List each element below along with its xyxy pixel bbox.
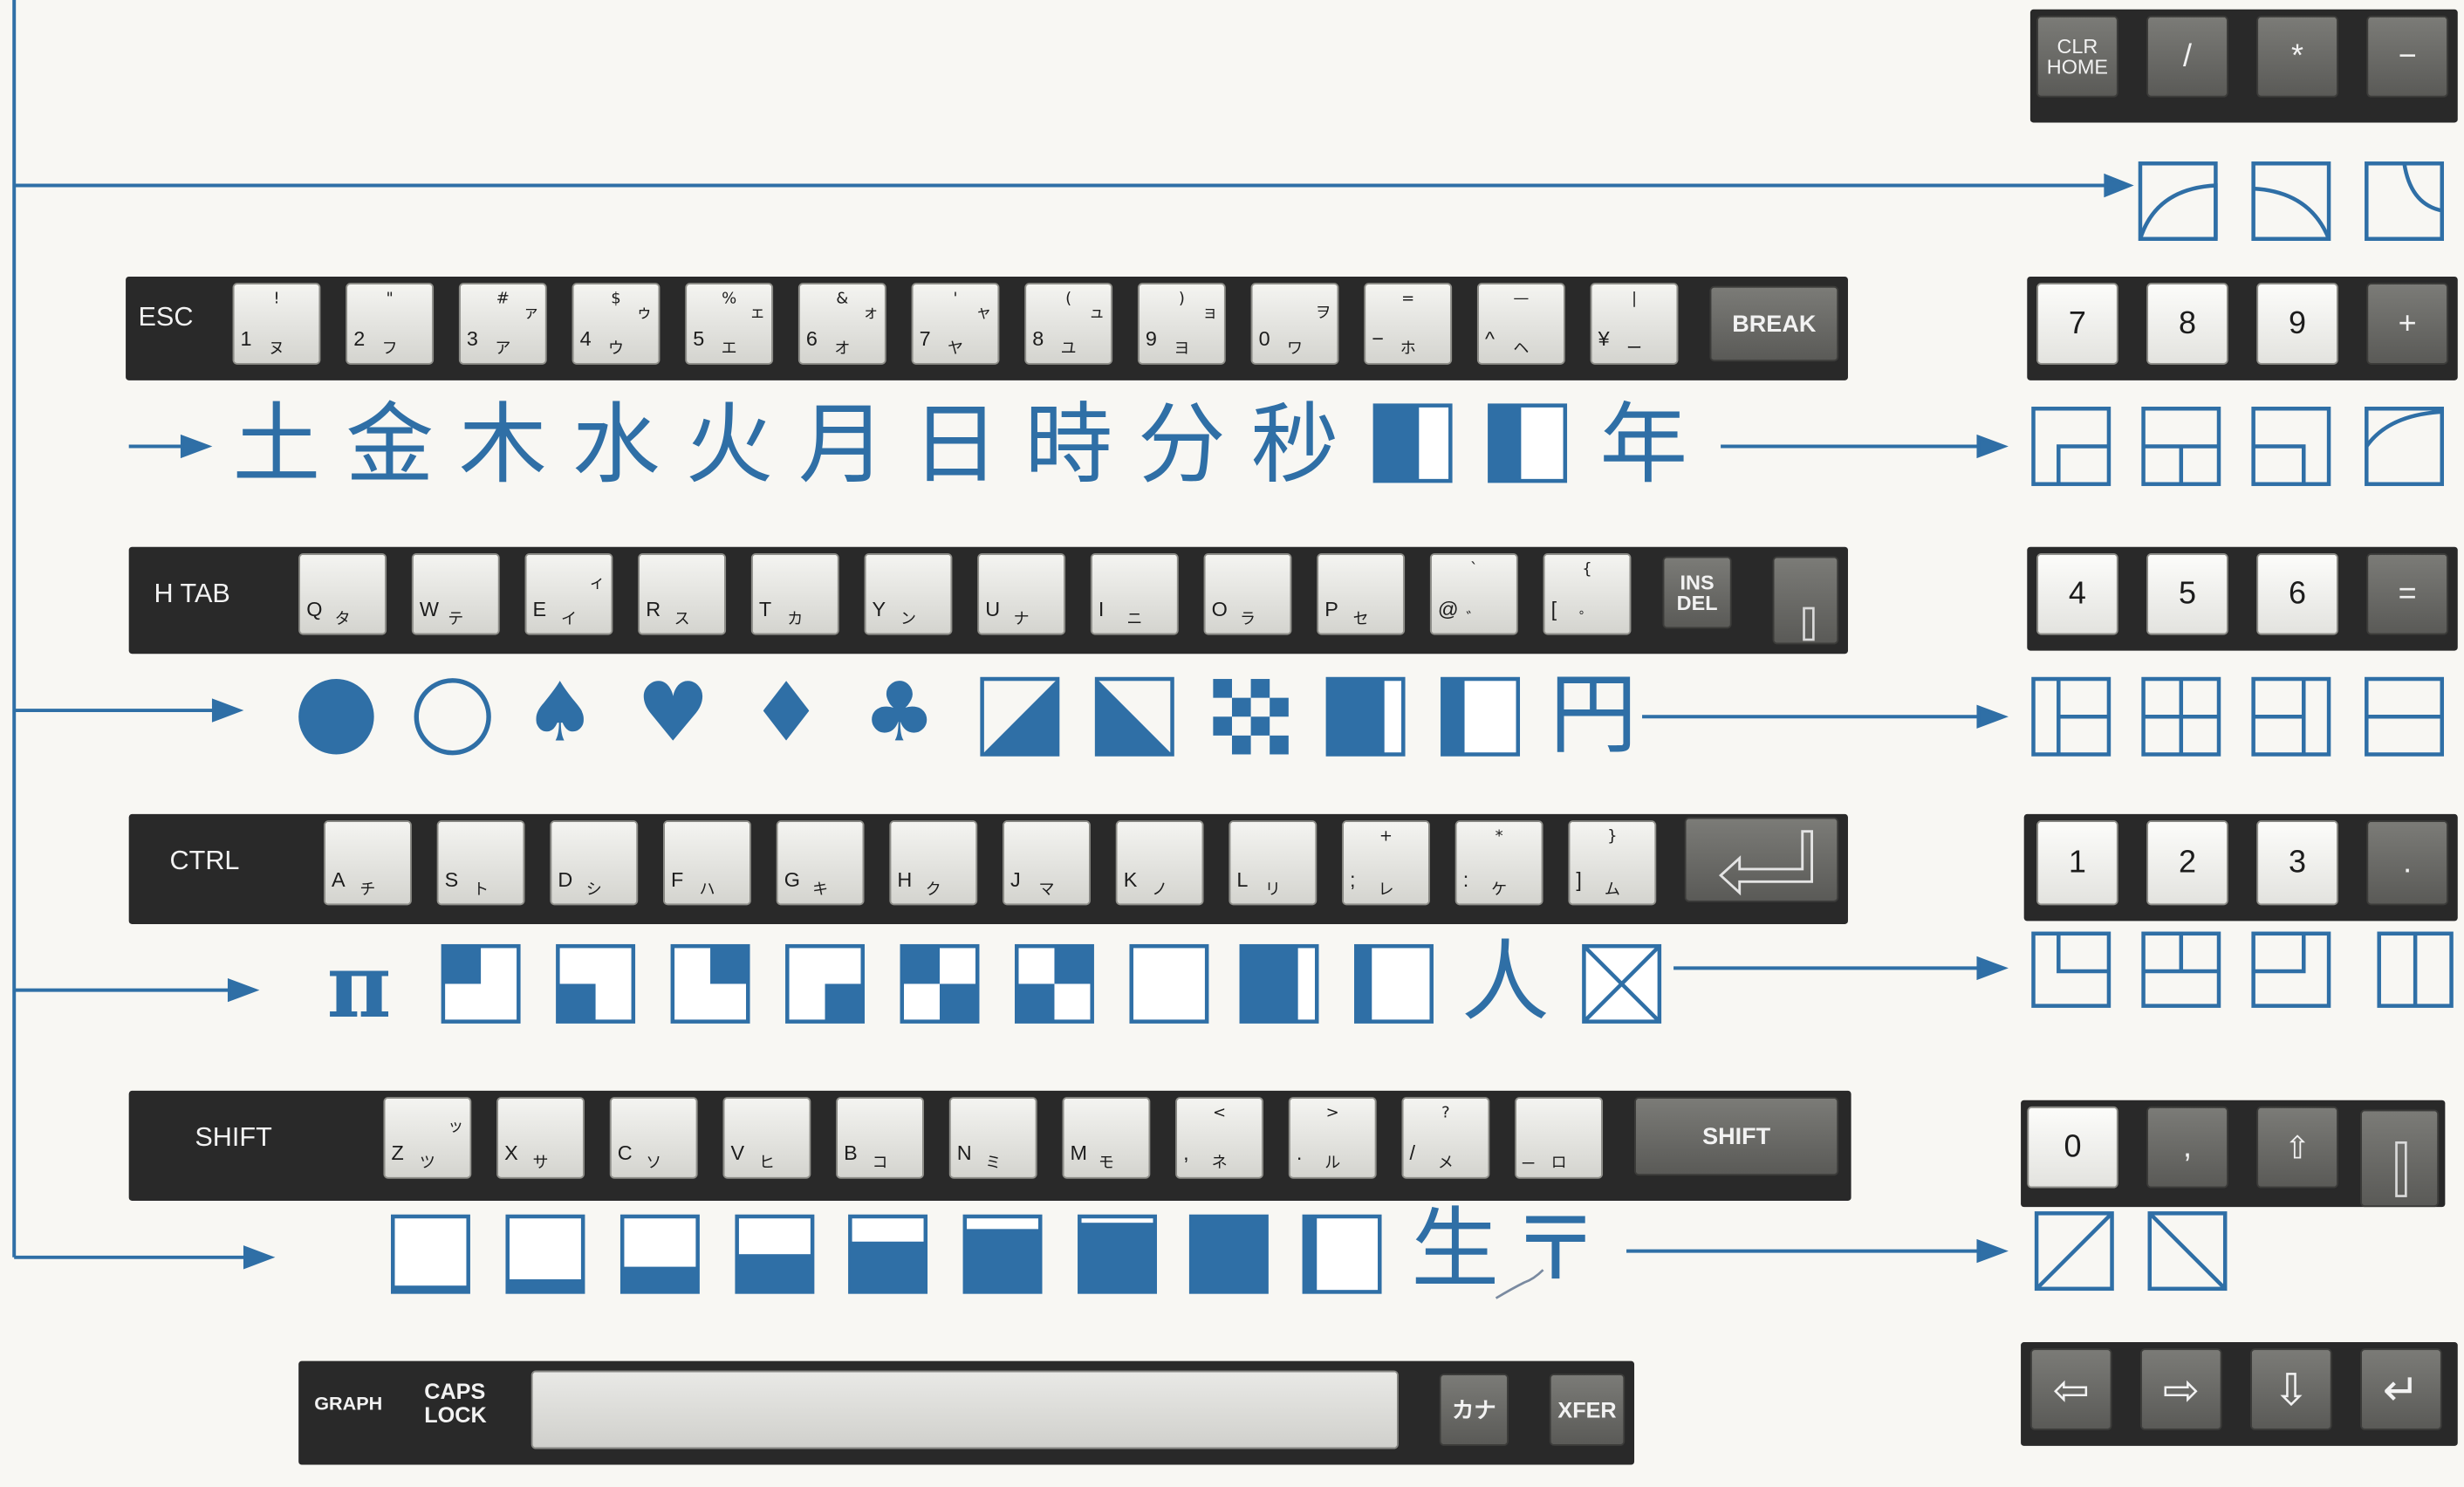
numpad-graphics xyxy=(0,0,2464,1487)
keyboard-graphic-chart: ESC !1ヌ"2フ#3ァア$4ゥウ%5ェエ&6ォオ'7ャヤ(8ュユ)9ョヨ0ヲ… xyxy=(0,0,2464,1487)
